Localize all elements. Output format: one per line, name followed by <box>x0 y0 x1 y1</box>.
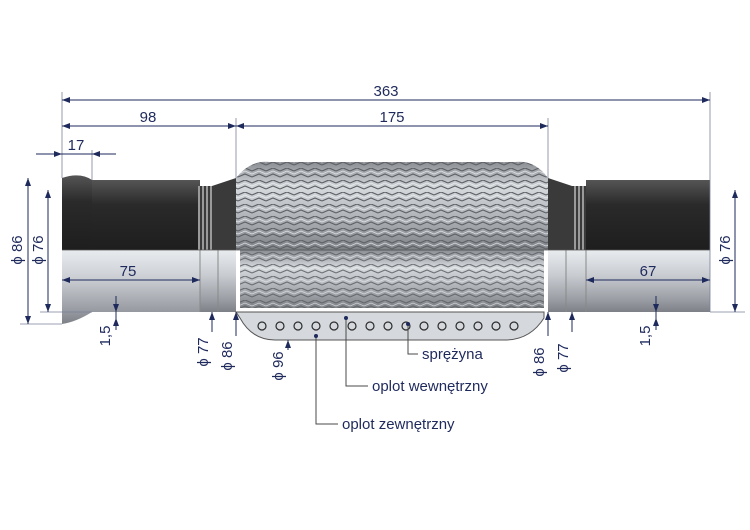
dim-left-pipe-length: 75 <box>120 263 137 280</box>
dim-left-section: 98 <box>140 109 157 126</box>
right-tube-bottom <box>548 250 710 312</box>
dimension-texts: 363 98 175 17 75 67 ϕ 86 ϕ 76 ϕ 76 1,5 1… <box>9 83 734 381</box>
dim-right-pipe-length: 67 <box>640 263 657 280</box>
dim-flex-section: 175 <box>379 109 404 126</box>
label-spring: sprężyna <box>422 346 484 363</box>
left-tube-top <box>92 180 200 250</box>
dim-braid-diameter: ϕ 96 <box>270 351 287 380</box>
dim-left-collar-inner: ϕ 77 <box>195 337 212 366</box>
label-inner-braid: oplot wewnętrzny <box>372 378 488 395</box>
dim-overall-length: 363 <box>373 83 398 100</box>
leader-lines <box>314 316 418 425</box>
dim-right-collar-inner: ϕ 77 <box>555 343 572 372</box>
part-labels: sprężyna oplot wewnętrzny oplot zewnętrz… <box>342 346 488 433</box>
left-flare-bottom <box>62 250 218 324</box>
spring-coils <box>257 321 519 331</box>
label-outer-braid: oplot zewnętrzny <box>342 416 455 433</box>
dim-left-wall: 1,5 <box>97 326 114 347</box>
dim-left-inner-diameter: ϕ 76 <box>30 235 47 264</box>
right-tube-top <box>586 180 710 250</box>
right-ribbed-collar <box>572 186 586 250</box>
dim-left-collar-outer: ϕ 86 <box>219 341 236 370</box>
dim-left-outer-diameter: ϕ 86 <box>9 235 26 264</box>
dim-right-diameter: ϕ 76 <box>717 235 734 264</box>
dim-flare-length: 17 <box>68 137 85 154</box>
cutaway-shell <box>235 311 545 341</box>
left-ribbed-collar <box>198 186 212 250</box>
dim-right-collar-outer: ϕ 86 <box>531 347 548 376</box>
dim-right-wall: 1,5 <box>637 326 654 347</box>
dimension-lines <box>25 97 738 350</box>
extension-lines <box>20 92 745 325</box>
left-flare-top <box>62 175 92 250</box>
pipe-body <box>62 161 710 341</box>
